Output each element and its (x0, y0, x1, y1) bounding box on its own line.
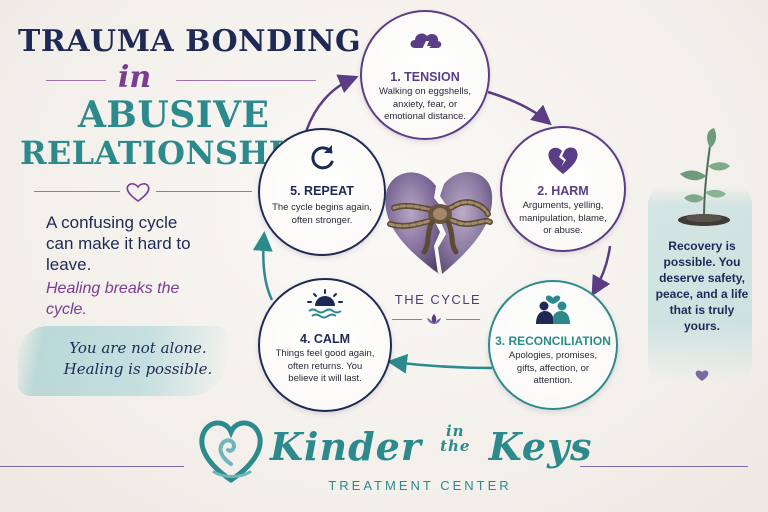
brand-tagline: TREATMENT CENTER (328, 478, 512, 493)
title-rule-left (34, 191, 120, 192)
title-line-1: TRAUMA BONDING (18, 24, 362, 59)
step-body: Apologies, promises, gifts, affection, o… (508, 350, 598, 386)
step-body: Arguments, yelling, manipulation, blame,… (519, 200, 607, 236)
step-reconciliation: 3. RECONCILIATION Apologies, promises, g… (488, 280, 618, 410)
intro-italic: Healing breaks the cycle. (46, 280, 180, 318)
brand-name: Kinder in the Keys (270, 422, 593, 470)
title-divider-left (46, 80, 106, 81)
repeat-arrow-icon (311, 145, 334, 170)
step-calm: 4. CALM Things feel good again, often re… (258, 278, 392, 412)
step-repeat: 5. REPEAT The cycle begins again, often … (258, 128, 386, 256)
rope-bound-heart-illustration (385, 171, 493, 274)
step-title: 1. TENSION (390, 70, 460, 84)
step-harm: 2. HARM Arguments, yelling, manipulation… (500, 126, 626, 252)
step-body: The cycle begins again, often stronger. (272, 202, 372, 226)
step-title: 2. HARM (537, 184, 589, 198)
footer-rule-left (0, 466, 184, 467)
brand-word-the: the (440, 437, 471, 455)
recovery-text: Recovery is possible. You deserve safety… (655, 239, 749, 333)
cycle-rule-right (446, 319, 480, 320)
step-title: 5. REPEAT (290, 184, 354, 198)
broken-heart-icon (548, 147, 578, 174)
step-title: 3. RECONCILIATION (495, 334, 611, 348)
footer-rule-right (580, 466, 748, 467)
cycle-label: THE CYCLE (394, 292, 482, 307)
title-rule-right (156, 191, 252, 192)
kinder-logo-heart-icon (199, 420, 263, 484)
step-tension: 1. TENSION Walking on eggshells, anxiety… (360, 10, 490, 140)
intro-text: A confusing cycle can make it hard to le… (46, 213, 191, 274)
step-body: Things feel good again, often returns. Y… (275, 348, 375, 384)
step-body: Walking on eggshells, anxiety, fear, or … (378, 86, 472, 122)
title-line-3: ABUSIVE (78, 94, 270, 136)
lotus-icon (427, 314, 441, 324)
callout-wash (18, 326, 228, 396)
arrow-tension-to-harm (487, 90, 552, 126)
small-heart-icon (695, 370, 709, 381)
embracing-couple-icon (536, 295, 570, 324)
brand-word-kinder: Kinder (270, 424, 422, 469)
callout-text: You are not alone. Healing is possible. (63, 339, 213, 378)
step-title: 4. CALM (300, 332, 350, 346)
arrow-reconciliation-to-calm (387, 353, 493, 374)
brand-word-keys: Keys (488, 424, 593, 469)
cycle-rule-left (392, 319, 422, 320)
title-line-2: in (118, 60, 152, 95)
brand-word-in: in (445, 422, 465, 440)
arrow-calm-to-repeat (252, 231, 274, 301)
sunset-waves-icon (307, 289, 343, 319)
storm-cloud-icon (410, 33, 442, 56)
sprout-plant-icon (678, 128, 730, 226)
arrow-repeat-to-tension (304, 74, 359, 133)
small-heart-icon (126, 183, 150, 202)
arrow-harm-to-reconciliation (591, 245, 612, 297)
title-divider-right (176, 80, 316, 81)
